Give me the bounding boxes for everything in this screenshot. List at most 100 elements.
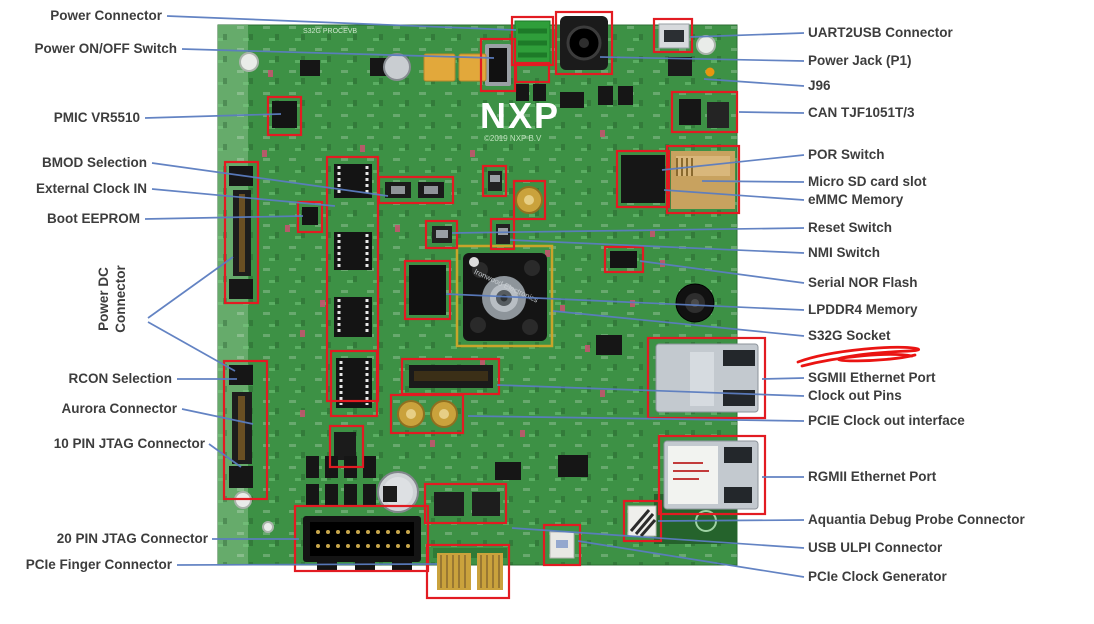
small-capacitors [262, 70, 665, 447]
label-boot-eeprom: Boot EEPROM [47, 211, 140, 226]
label-usb-ulpi: USB ULPI Connector [808, 540, 943, 555]
label-rgmii: RGMII Ethernet Port [808, 469, 937, 484]
label-reset-switch: Reset Switch [808, 220, 893, 235]
callout-reset [451, 227, 805, 234]
callout-emmc [663, 189, 805, 201]
s32g-socket-frame [455, 244, 554, 348]
box-boot-eeprom [296, 200, 324, 234]
label-rcon: RCON Selection [68, 371, 172, 386]
socket-center [500, 294, 508, 302]
rgmii-slot [724, 487, 752, 503]
power-switch-body [489, 48, 507, 82]
callout-pcie-clockgen [577, 540, 805, 578]
rcon-header [229, 365, 253, 385]
can-ic-1 [679, 99, 701, 125]
callout-power-dc-b [147, 321, 236, 372]
box-emmc [615, 149, 671, 209]
callout-lpddr4 [445, 293, 805, 311]
box-pmic [266, 95, 303, 137]
label-uart2usb: UART2USB Connector [808, 25, 953, 40]
callout-usb-ulpi [511, 527, 805, 549]
callout-uart2usb [689, 32, 805, 38]
callout-boot-eeprom [144, 215, 304, 220]
label-power-jack: Power Jack (P1) [808, 53, 912, 68]
label-external-clock: External Clock IN [35, 181, 147, 196]
callout-s32g [552, 310, 805, 337]
callout-pcie-clockout [467, 415, 805, 422]
box-uart2usb [652, 17, 694, 54]
yellow-cap [458, 53, 487, 82]
box-nmi-switch [489, 217, 516, 251]
callout-power-switch [181, 48, 495, 59]
sma-center [439, 409, 449, 419]
sgmii-label [690, 352, 714, 406]
sgmii-slot [723, 390, 755, 406]
label-serial-nor: Serial NOR Flash [808, 275, 918, 290]
callout-j96 [703, 78, 805, 87]
callout-power-dc-a [147, 256, 234, 319]
label-s32g-socket: S32G Socket [808, 328, 891, 343]
box-small-header [328, 424, 365, 469]
pcie-finger-contacts [440, 555, 500, 588]
label-jtag20: 20 PIN JTAG Connector [56, 531, 208, 546]
reset-actuator [436, 230, 448, 238]
ulpi-ic [434, 492, 464, 516]
pcie-finger-long [437, 553, 471, 590]
callout-can [738, 111, 805, 114]
label-aurora: Aurora Connector [61, 401, 177, 416]
box-usb-ulpi [423, 482, 508, 525]
label-pcie-clockgen: PCIe Clock Generator [808, 569, 947, 584]
label-emmc: eMMC Memory [808, 192, 904, 207]
boot-eeprom-chip [302, 207, 318, 225]
label-sgmii: SGMII Ethernet Port [808, 370, 936, 385]
callout-lines [144, 15, 805, 578]
label-clock-out-pins: Clock out Pins [808, 388, 902, 403]
lpddr4-chip [409, 265, 446, 315]
box-sma-center [512, 179, 547, 221]
jtag20-pins [316, 530, 410, 548]
mount-hole [696, 35, 716, 55]
socket-corners [470, 260, 540, 335]
callout-pcie-finger [176, 563, 438, 566]
sgmii-slot [723, 350, 755, 366]
socket-pin1-dot [469, 257, 479, 267]
callout-clockout-pins [496, 384, 805, 397]
box-can [670, 90, 739, 134]
box-bmod-clock-column [223, 160, 260, 305]
aquantia-stripes [629, 509, 657, 537]
box-lpddr4 [403, 259, 452, 321]
serial-nor-chip [610, 251, 637, 268]
box-sd-slot [665, 144, 741, 215]
board-silkscreen: S32G PROCEVB [303, 28, 357, 35]
callout-sd [701, 180, 805, 183]
pcie-clockgen-mark [556, 540, 568, 548]
box-sgmii [646, 336, 767, 420]
scribble-underline [796, 345, 920, 368]
j96-led [705, 67, 715, 77]
sma-center [406, 409, 416, 419]
rgmii-label [668, 446, 718, 504]
callout-pmic [144, 113, 282, 119]
barrel-jack-pin [579, 38, 589, 48]
box-reset-switch [424, 219, 459, 250]
box-mini-switches [377, 175, 455, 205]
box-sma-pair [389, 393, 465, 435]
jumper-headers [306, 456, 376, 506]
callout-nmi [509, 239, 805, 254]
clockin-pins [239, 194, 245, 272]
label-pmic: PMIC VR5510 [53, 110, 140, 125]
label-nmi-switch: NMI Switch [808, 245, 881, 260]
terminal-slots [518, 28, 547, 58]
box-power-jack [554, 10, 614, 76]
box-power-connector [510, 15, 555, 67]
mini-switch-actuator [424, 186, 438, 194]
uart2usb-slot [664, 30, 684, 42]
p1-component [668, 57, 692, 76]
box-rgmii [657, 434, 767, 516]
rgmii-label-text [673, 462, 709, 480]
label-por-switch: POR Switch [808, 147, 885, 162]
mount-hole [239, 52, 259, 72]
board-copyright: ©2019 NXP B.V [484, 134, 542, 143]
